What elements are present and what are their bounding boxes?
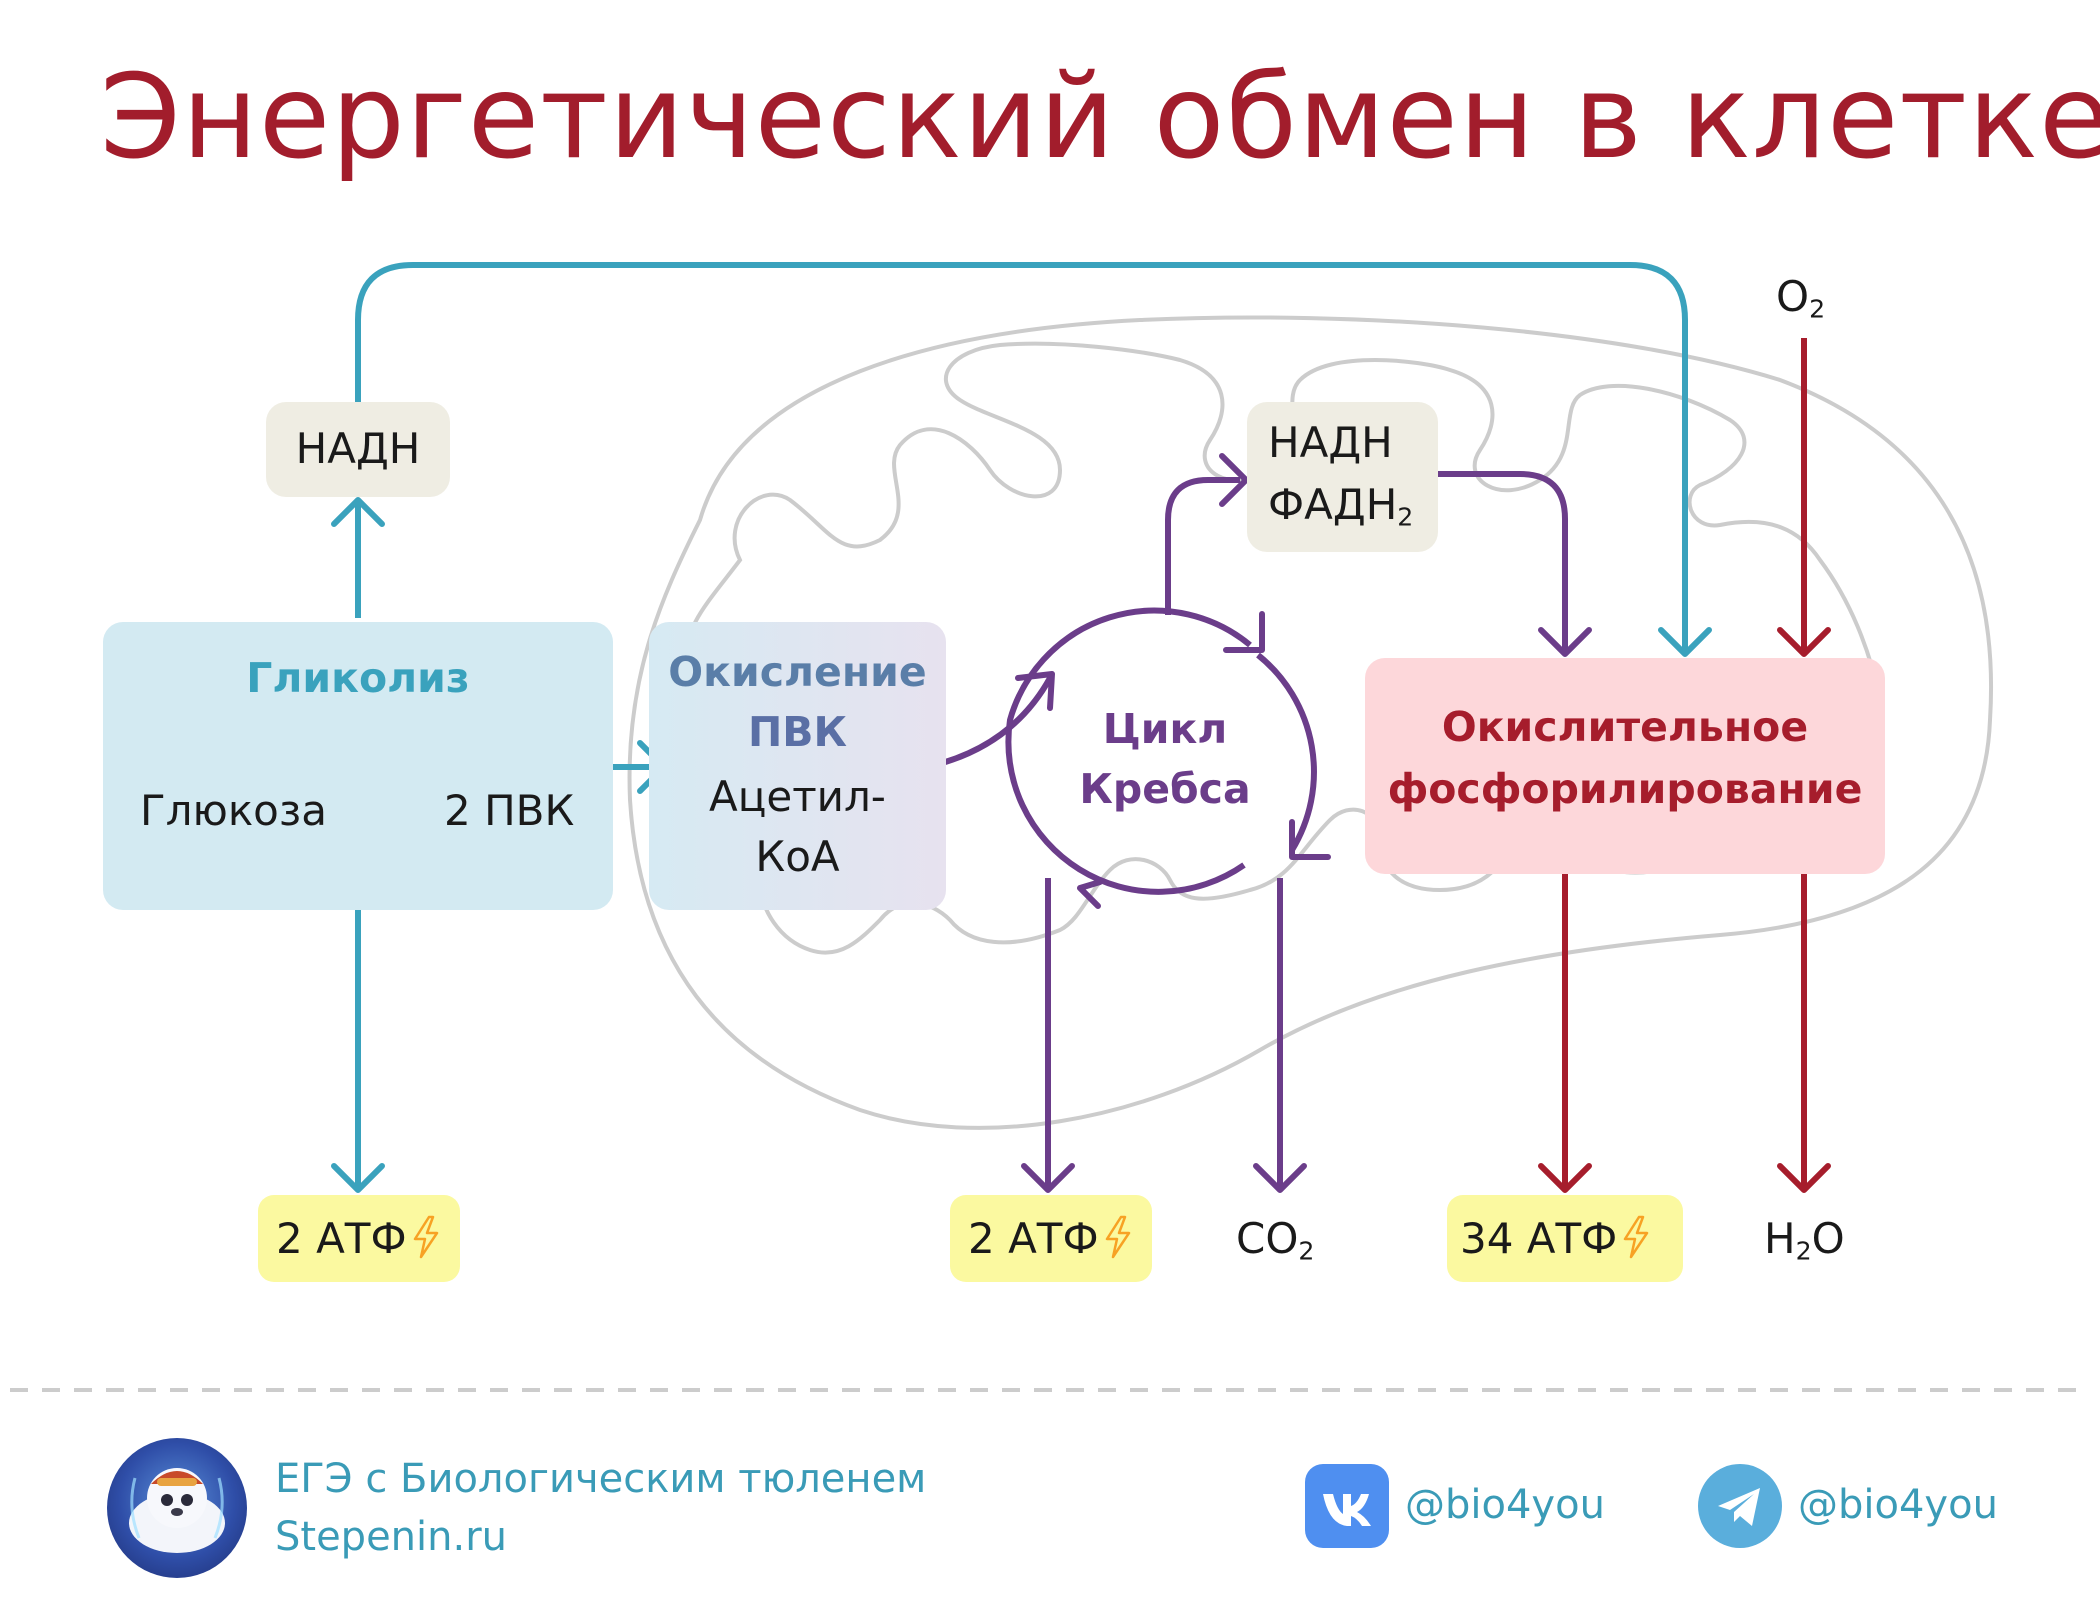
atp-krebs-label: 2 АТФ xyxy=(968,1214,1133,1263)
fadh2-subscript: 2 xyxy=(1397,502,1414,532)
atp-glycolysis-label: 2 АТФ xyxy=(276,1214,441,1263)
nadh-glycolysis-label: НАДН xyxy=(295,424,421,473)
glycolysis-box xyxy=(103,622,613,910)
arrowhead-atp-oxphos xyxy=(1538,1163,1592,1193)
reaction-product: 2 ПВК xyxy=(444,786,575,835)
lightning-bolt-icon xyxy=(1103,1215,1133,1259)
mitochondrion-outer-membrane xyxy=(627,315,1993,1130)
acetylcoa-line2: КоА xyxy=(755,832,840,881)
vk-logo-icon[interactable] xyxy=(1305,1464,1389,1548)
co2-main: CO xyxy=(1236,1214,1299,1263)
o2-label: O2 xyxy=(1776,272,1825,323)
arrowhead-oxphos-purple xyxy=(1538,627,1592,657)
fadh2-label: ФАДН2 xyxy=(1268,480,1413,531)
acetylcoa-line1: Ацетил- xyxy=(709,772,886,821)
atp-glycolysis-box xyxy=(258,1195,460,1282)
o2-main: O xyxy=(1776,272,1810,321)
co2-label: CO2 xyxy=(1236,1214,1314,1265)
fadh2-main: ФАДН xyxy=(1268,480,1398,529)
krebs-arrowhead-bottom xyxy=(1077,879,1103,909)
atp-krebs-box xyxy=(950,1195,1152,1282)
atp-oxphos-text: 34 АТФ xyxy=(1460,1214,1618,1263)
seal-mascot-avatar xyxy=(107,1438,247,1578)
krebs-arrowhead-right xyxy=(1289,819,1331,860)
telegram-logo-icon[interactable] xyxy=(1698,1464,1782,1548)
h2o-o: O xyxy=(1811,1214,1845,1263)
krebs-cycle-label-line1: Цикл xyxy=(1102,705,1228,753)
lightning-bolt-icon xyxy=(411,1215,441,1259)
arrowhead-nadh xyxy=(331,497,385,527)
krebs-cycle-arc-left xyxy=(1005,607,1252,895)
arrowhead-atp-glycolysis xyxy=(331,1163,385,1193)
reaction-reactant: Глюкоза xyxy=(140,786,327,835)
arrow-krebs-to-nadh-fadh2 xyxy=(1165,477,1240,615)
h2o-subscript: 2 xyxy=(1795,1236,1812,1266)
krebs-cycle-label-line2: Кребса xyxy=(1079,765,1251,813)
nadh-krebs-label: НАДН xyxy=(1268,418,1393,467)
footer-website[interactable]: Stepenin.ru xyxy=(275,1514,508,1560)
arrowhead-oxphos-teal xyxy=(1658,627,1712,657)
page-title: Энергетический обмен в клетке xyxy=(100,50,2100,185)
arrowhead-oxphos-red xyxy=(1777,627,1831,657)
arrowhead-h2o xyxy=(1777,1163,1831,1193)
krebs-cycle-arc-right xyxy=(1256,652,1317,852)
h2o-label: H2O xyxy=(1764,1214,1845,1265)
oxphos-box xyxy=(1365,658,1885,874)
nadh-fadh2-box xyxy=(1247,402,1438,552)
glycolysis-heading: Гликолиз xyxy=(246,654,470,702)
h2o-h: H xyxy=(1764,1214,1796,1263)
co2-subscript: 2 xyxy=(1298,1236,1315,1266)
vk-handle[interactable]: @bio4you xyxy=(1405,1482,1605,1528)
atp-oxphos-label: 34 АТФ xyxy=(1460,1214,1651,1263)
krebs-arrowhead-top xyxy=(1223,611,1265,653)
arrowhead-atp-krebs xyxy=(1021,1163,1075,1193)
arrow-nadh-fadh2-to-oxphos xyxy=(1438,471,1568,650)
oxphos-label-line2: фосфорилирование xyxy=(1387,765,1863,813)
arrowhead-nadh-fadh2 xyxy=(1219,453,1249,507)
pvk-oxidation-heading-line2: ПВК xyxy=(747,708,848,756)
arrow-nadh-to-oxphos xyxy=(355,262,1688,650)
oxphos-label-line1: Окислительное xyxy=(1441,703,1809,751)
nadh-glycolysis-box xyxy=(266,402,450,497)
atp-glycolysis-text: 2 АТФ xyxy=(276,1214,407,1263)
lightning-bolt-icon xyxy=(1621,1215,1651,1259)
arrowhead-co2 xyxy=(1253,1163,1307,1193)
footer-tagline: ЕГЭ с Биологическим тюленем xyxy=(275,1456,927,1502)
atp-krebs-text: 2 АТФ xyxy=(968,1214,1099,1263)
telegram-handle[interactable]: @bio4you xyxy=(1798,1482,1998,1528)
o2-subscript: 2 xyxy=(1809,294,1826,324)
pvk-oxidation-box xyxy=(649,622,946,910)
pvk-oxidation-heading-line1: Окисление xyxy=(668,648,927,696)
